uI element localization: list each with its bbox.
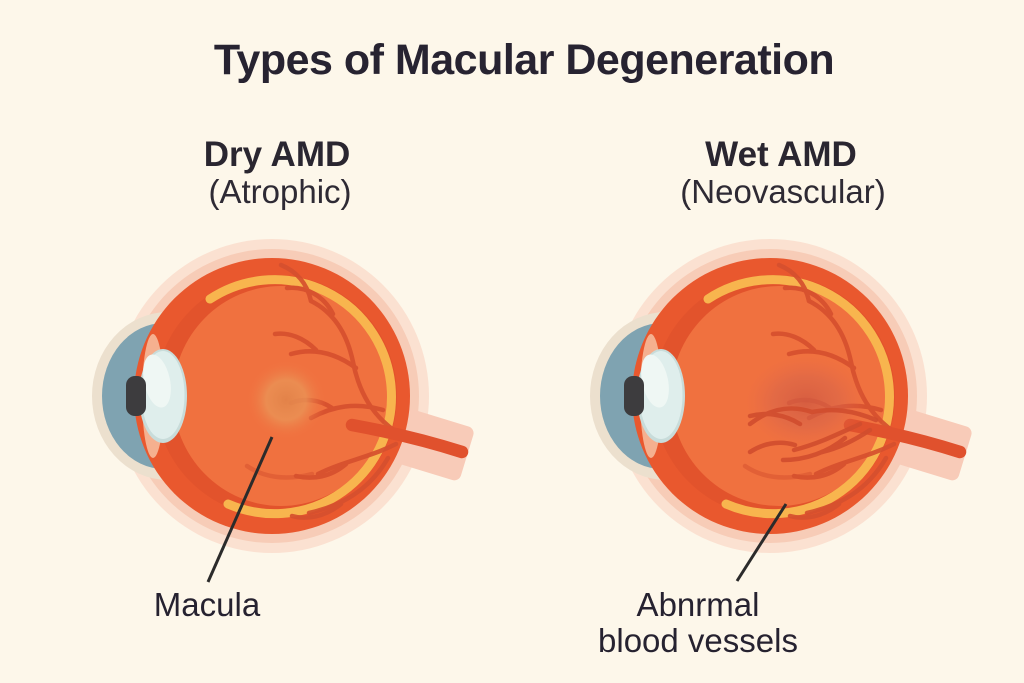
abnormal-vessels	[747, 406, 879, 463]
page-title: Types of Macular Degeneration	[213, 36, 835, 84]
abnormal-vessel-patch	[746, 356, 866, 448]
macula-leader-line	[206, 436, 274, 583]
wet-amd-subheading: (Neovascular)	[680, 173, 886, 210]
wet-amd-heading: Wet AMD	[705, 135, 857, 174]
eye-cross-section-wet-amd	[590, 239, 973, 582]
abnormal-vessels-label-line2: blood vessels	[598, 622, 798, 659]
dry-amd-subheading: (Atrophic)	[208, 173, 352, 210]
abnormal-vessels-leader-line	[735, 503, 788, 582]
abnormal-vessels-label-line1: Abnrmal	[636, 586, 760, 623]
macula-label: Macula	[153, 586, 261, 623]
macula-spot	[246, 360, 326, 440]
abnormal-vessels-label: Abnrmal blood vessels	[598, 587, 798, 659]
dry-amd-heading: Dry AMD	[203, 135, 351, 174]
eye-cross-section-dry-amd	[92, 239, 475, 583]
